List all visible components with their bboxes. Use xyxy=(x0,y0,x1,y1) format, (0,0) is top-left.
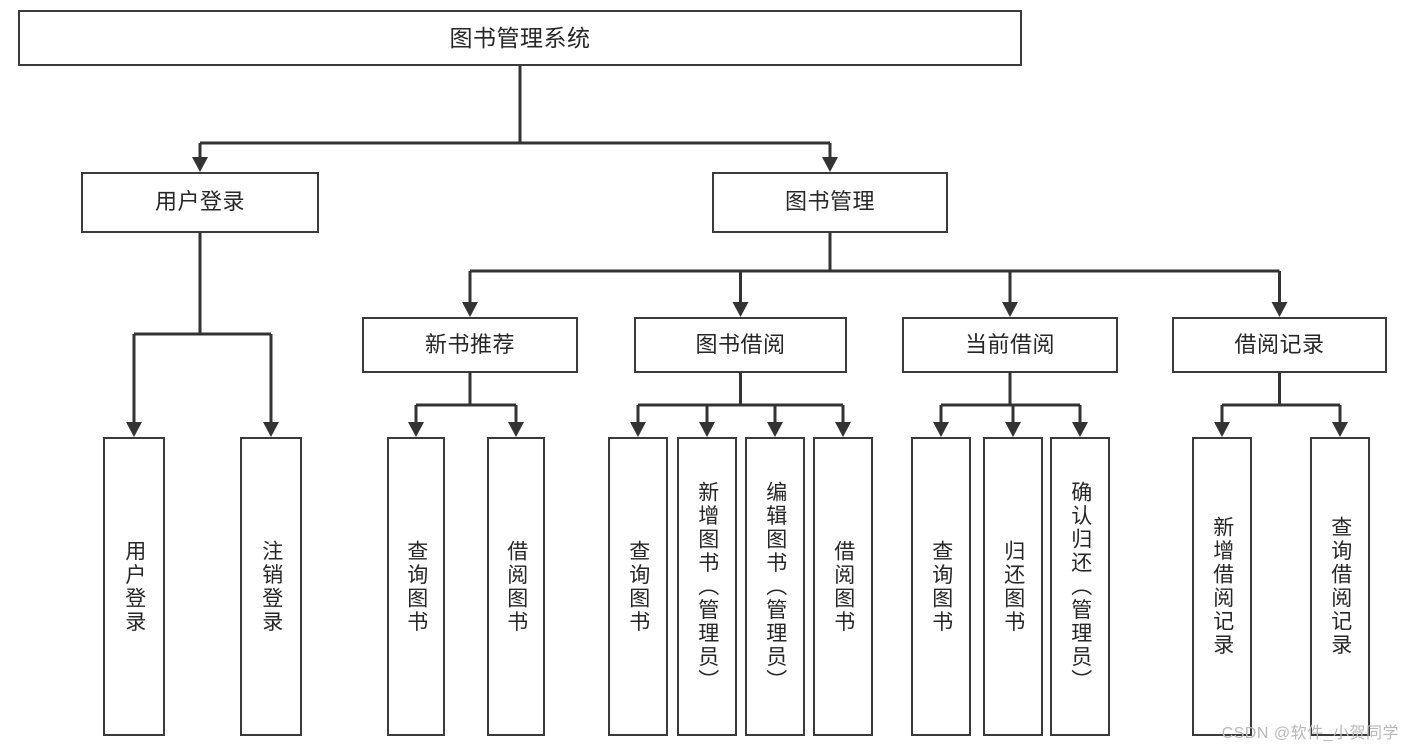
node-root[interactable]: 图书管理系统 xyxy=(18,10,1022,66)
node-borrow-record[interactable]: 借阅记录 xyxy=(1172,317,1387,373)
node-label-leaf-confirm-return: 确认归还（管理员） xyxy=(1068,480,1092,693)
node-leaf-add-record[interactable]: 新增借阅记录 xyxy=(1192,437,1252,736)
node-user-login[interactable]: 用户登录 xyxy=(81,172,319,233)
node-leaf-borrow-book-2[interactable]: 借阅图书 xyxy=(813,437,873,736)
node-label-user-login: 用户登录 xyxy=(154,189,245,215)
node-leaf-query-book-1[interactable]: 查询图书 xyxy=(387,437,445,736)
node-label-leaf-query-record: 查询借阅记录 xyxy=(1328,516,1352,657)
node-leaf-user-login[interactable]: 用户登录 xyxy=(103,437,165,736)
node-label-leaf-query-book-1: 查询图书 xyxy=(404,539,428,634)
node-label-leaf-logout: 注销登录 xyxy=(259,539,283,634)
node-label-book-borrow: 图书借阅 xyxy=(695,331,786,357)
node-book-management[interactable]: 图书管理 xyxy=(712,172,948,233)
node-label-leaf-query-book-3: 查询图书 xyxy=(929,539,953,634)
node-book-borrow[interactable]: 图书借阅 xyxy=(634,317,847,373)
node-leaf-return-book[interactable]: 归还图书 xyxy=(983,437,1043,736)
node-leaf-query-book-3[interactable]: 查询图书 xyxy=(911,437,971,736)
node-new-book-recommend[interactable]: 新书推荐 xyxy=(362,317,578,373)
node-label-leaf-edit-book: 编辑图书（管理员） xyxy=(763,480,787,693)
node-leaf-add-book[interactable]: 新增图书（管理员） xyxy=(677,437,737,736)
node-label-leaf-borrow-book-1: 借阅图书 xyxy=(504,539,528,634)
node-leaf-query-record[interactable]: 查询借阅记录 xyxy=(1310,437,1370,736)
node-label-book-management: 图书管理 xyxy=(784,189,875,215)
node-current-borrow[interactable]: 当前借阅 xyxy=(902,317,1118,373)
node-label-leaf-return-book: 归还图书 xyxy=(1001,539,1025,634)
node-label-leaf-add-book: 新增图书（管理员） xyxy=(695,480,719,693)
node-leaf-logout[interactable]: 注销登录 xyxy=(240,437,302,736)
node-label-leaf-query-book-2: 查询图书 xyxy=(626,539,650,634)
node-leaf-query-book-2[interactable]: 查询图书 xyxy=(608,437,668,736)
node-label-leaf-borrow-book-2: 借阅图书 xyxy=(831,539,855,634)
node-label-new-book-recommend: 新书推荐 xyxy=(424,331,515,357)
node-leaf-edit-book[interactable]: 编辑图书（管理员） xyxy=(745,437,805,736)
node-label-current-borrow: 当前借阅 xyxy=(964,331,1055,357)
node-label-leaf-add-record: 新增借阅记录 xyxy=(1210,516,1234,657)
node-label-leaf-user-login: 用户登录 xyxy=(122,539,146,634)
node-leaf-borrow-book-1[interactable]: 借阅图书 xyxy=(487,437,545,736)
node-label-borrow-record: 借阅记录 xyxy=(1234,331,1325,357)
node-leaf-confirm-return[interactable]: 确认归还（管理员） xyxy=(1050,437,1110,736)
watermark-label: CSDN @软件_小贺同学 xyxy=(1221,725,1399,742)
node-label-root: 图书管理系统 xyxy=(449,24,591,51)
